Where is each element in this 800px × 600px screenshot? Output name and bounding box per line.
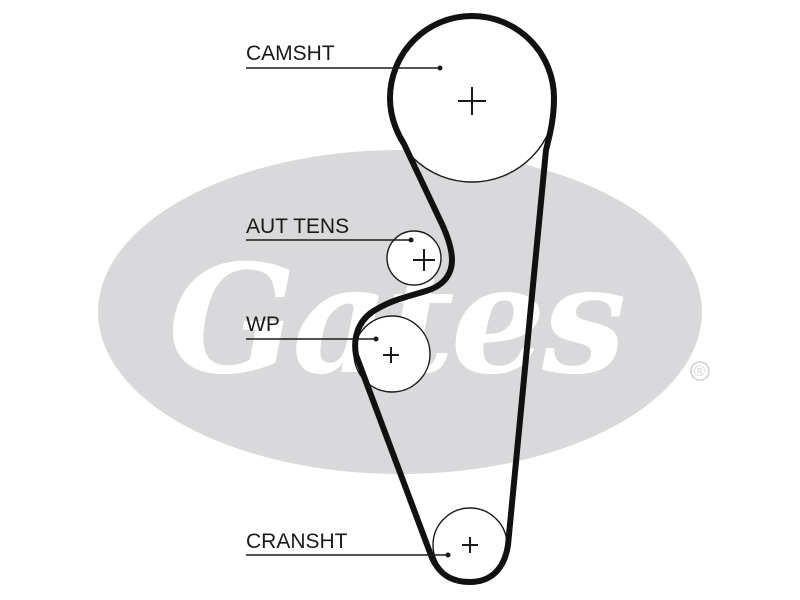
tensioner-label: AUT TENS	[246, 215, 349, 238]
pulley-centers	[383, 87, 486, 553]
crankshaft-leader-dot	[445, 552, 451, 558]
timing-belt	[352, 13, 557, 585]
leader-lines	[246, 65, 451, 558]
camshaft-center-cross	[458, 87, 486, 115]
registered-mark: ®	[694, 363, 705, 380]
crankshaft-label: CRANSHT	[246, 530, 348, 553]
water-pump-leader-dot	[373, 336, 379, 342]
registered-mark-circle	[690, 361, 710, 381]
labels: CAMSHT AUT TENS WP CRANSHT	[246, 42, 349, 553]
tensioner-center-cross	[413, 249, 435, 271]
tensioner-leader-dot	[408, 237, 414, 243]
camshaft-label: CAMSHT	[246, 42, 335, 65]
camshaft-leader-dot	[437, 65, 443, 71]
water-pump-center-cross	[383, 347, 399, 363]
crankshaft-center-cross	[462, 537, 478, 553]
gates-logo-watermark: Gates ®	[98, 150, 710, 474]
tensioner-pulley	[386, 230, 442, 286]
water-pump-label: WP	[246, 313, 280, 336]
logo-ellipse	[98, 150, 702, 474]
